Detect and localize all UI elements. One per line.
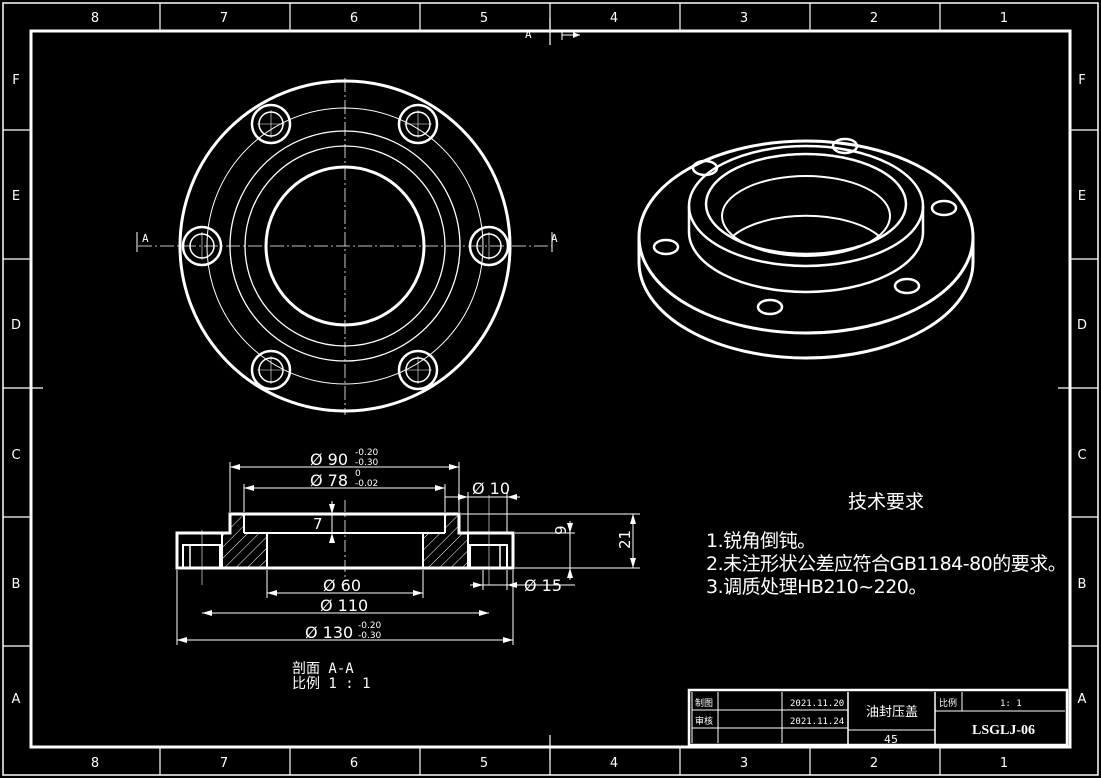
scale-label: 比例 — [939, 697, 957, 709]
dim-h7-label: 7 — [313, 515, 323, 533]
row-label: E — [12, 189, 20, 204]
tech-requirement-item: 1.锐角倒钝。 — [706, 530, 816, 552]
dim-d60-label: Ø 60 — [323, 576, 361, 595]
row-label: B — [1078, 577, 1087, 592]
dimension-texts: Ø 90 -0.20 -0.30 Ø 78 0 -0.02 Ø 10 7 Ø 6… — [305, 448, 634, 642]
dim-d90-lower: -0.30 — [355, 458, 379, 468]
iso-spigot-side — [687, 206, 925, 294]
section-marker-top: A — [525, 28, 532, 41]
column-label: 4 — [610, 11, 618, 26]
column-label: 6 — [350, 11, 358, 26]
zone-ticks — [3, 3, 1098, 775]
dim-d130-label: Ø 130 — [305, 623, 353, 642]
dim-d10-label: Ø 10 — [472, 479, 510, 498]
view-direction-marker: A — [525, 28, 580, 41]
tech-requirement-item: 3.调质处理HB210~220。 — [706, 576, 927, 598]
column-label: 4 — [610, 756, 618, 771]
dim-d78-label: Ø 78 — [310, 471, 348, 490]
section-marker-right: A — [551, 232, 558, 245]
column-label: 6 — [350, 756, 358, 771]
scale-value: 1: 1 — [1000, 699, 1022, 709]
dimension-lines — [176, 462, 640, 645]
dim-d90-upper: -0.20 — [355, 448, 379, 458]
column-label: 2 — [870, 756, 878, 771]
column-label: 5 — [480, 11, 488, 26]
column-label: 3 — [740, 756, 748, 771]
row-label: B — [12, 577, 21, 592]
row-label: D — [11, 318, 21, 333]
dim-d78-lower: -0.02 — [355, 479, 378, 489]
section-caption-block: 剖面 A-A 比例 1 : 1 — [292, 662, 371, 692]
isometric-view — [637, 137, 975, 360]
row-label: A — [1078, 692, 1087, 707]
row-label: C — [1077, 448, 1086, 463]
dim-d110-label: Ø 110 — [320, 596, 368, 615]
column-label: 1 — [1000, 11, 1008, 26]
scale-caption: 比例 1 : 1 — [292, 676, 371, 692]
checked-label: 审核 — [695, 715, 713, 727]
drawn-label: 制图 — [695, 697, 713, 709]
plan-view — [136, 78, 553, 415]
iso-bore-top — [721, 175, 891, 257]
drawing-number: LSGLJ-06 — [972, 723, 1035, 738]
dim-d130-upper: -0.20 — [358, 621, 382, 631]
row-label: C — [11, 448, 20, 463]
iso-outer-side — [637, 237, 975, 360]
column-label: 8 — [91, 11, 99, 26]
dim-h9-label: 9 — [552, 525, 570, 535]
title-block-texts: 制图 2021.11.20 审核 2021.11.24 油封压盖 45 比例 1… — [695, 697, 1035, 746]
dim-h21-label: 21 — [616, 530, 634, 549]
section-caption: 剖面 A-A — [292, 661, 354, 677]
drawn-date: 2021.11.20 — [790, 699, 844, 709]
column-label: 5 — [480, 756, 488, 771]
tech-requirements-list: 1.锐角倒钝。 2.未注形状公差应符合GB1184-80的要求。 3.调质处理H… — [706, 530, 1067, 599]
dim-d15-label: Ø 15 — [524, 576, 562, 595]
tech-requirement-item: 2.未注形状公差应符合GB1184-80的要求。 — [706, 553, 1067, 575]
dim-d130-lower: -0.30 — [358, 631, 382, 641]
row-label: E — [1078, 189, 1086, 204]
section-outline — [175, 512, 515, 570]
section-marker-left: A — [142, 232, 149, 245]
iso-recess — [704, 152, 908, 256]
section-view — [175, 495, 515, 585]
column-label: 3 — [740, 11, 748, 26]
row-label: D — [1077, 318, 1087, 333]
part-name: 油封压盖 — [866, 705, 918, 720]
column-label: 8 — [91, 756, 99, 771]
column-label: 1 — [1000, 756, 1008, 771]
column-label: 2 — [870, 11, 878, 26]
material: 45 — [884, 733, 898, 746]
row-labels: F E D C B A F E D C B A — [11, 73, 1087, 707]
column-label: 7 — [220, 756, 228, 771]
row-label: F — [12, 73, 19, 88]
column-labels: 8 7 6 5 4 3 2 1 8 7 6 5 4 3 2 1 — [91, 11, 1008, 771]
iso-bore-bottom — [732, 214, 880, 237]
row-label: A — [12, 692, 21, 707]
dim-d78-upper: 0 — [355, 469, 361, 479]
tech-requirements-title: 技术要求 — [848, 491, 925, 513]
title-block — [687, 688, 1069, 747]
checked-date: 2021.11.24 — [790, 717, 844, 727]
column-label: 7 — [220, 11, 228, 26]
row-label: F — [1078, 73, 1085, 88]
dimension-arrows — [177, 464, 636, 643]
dim-d90-label: Ø 90 — [310, 450, 348, 469]
